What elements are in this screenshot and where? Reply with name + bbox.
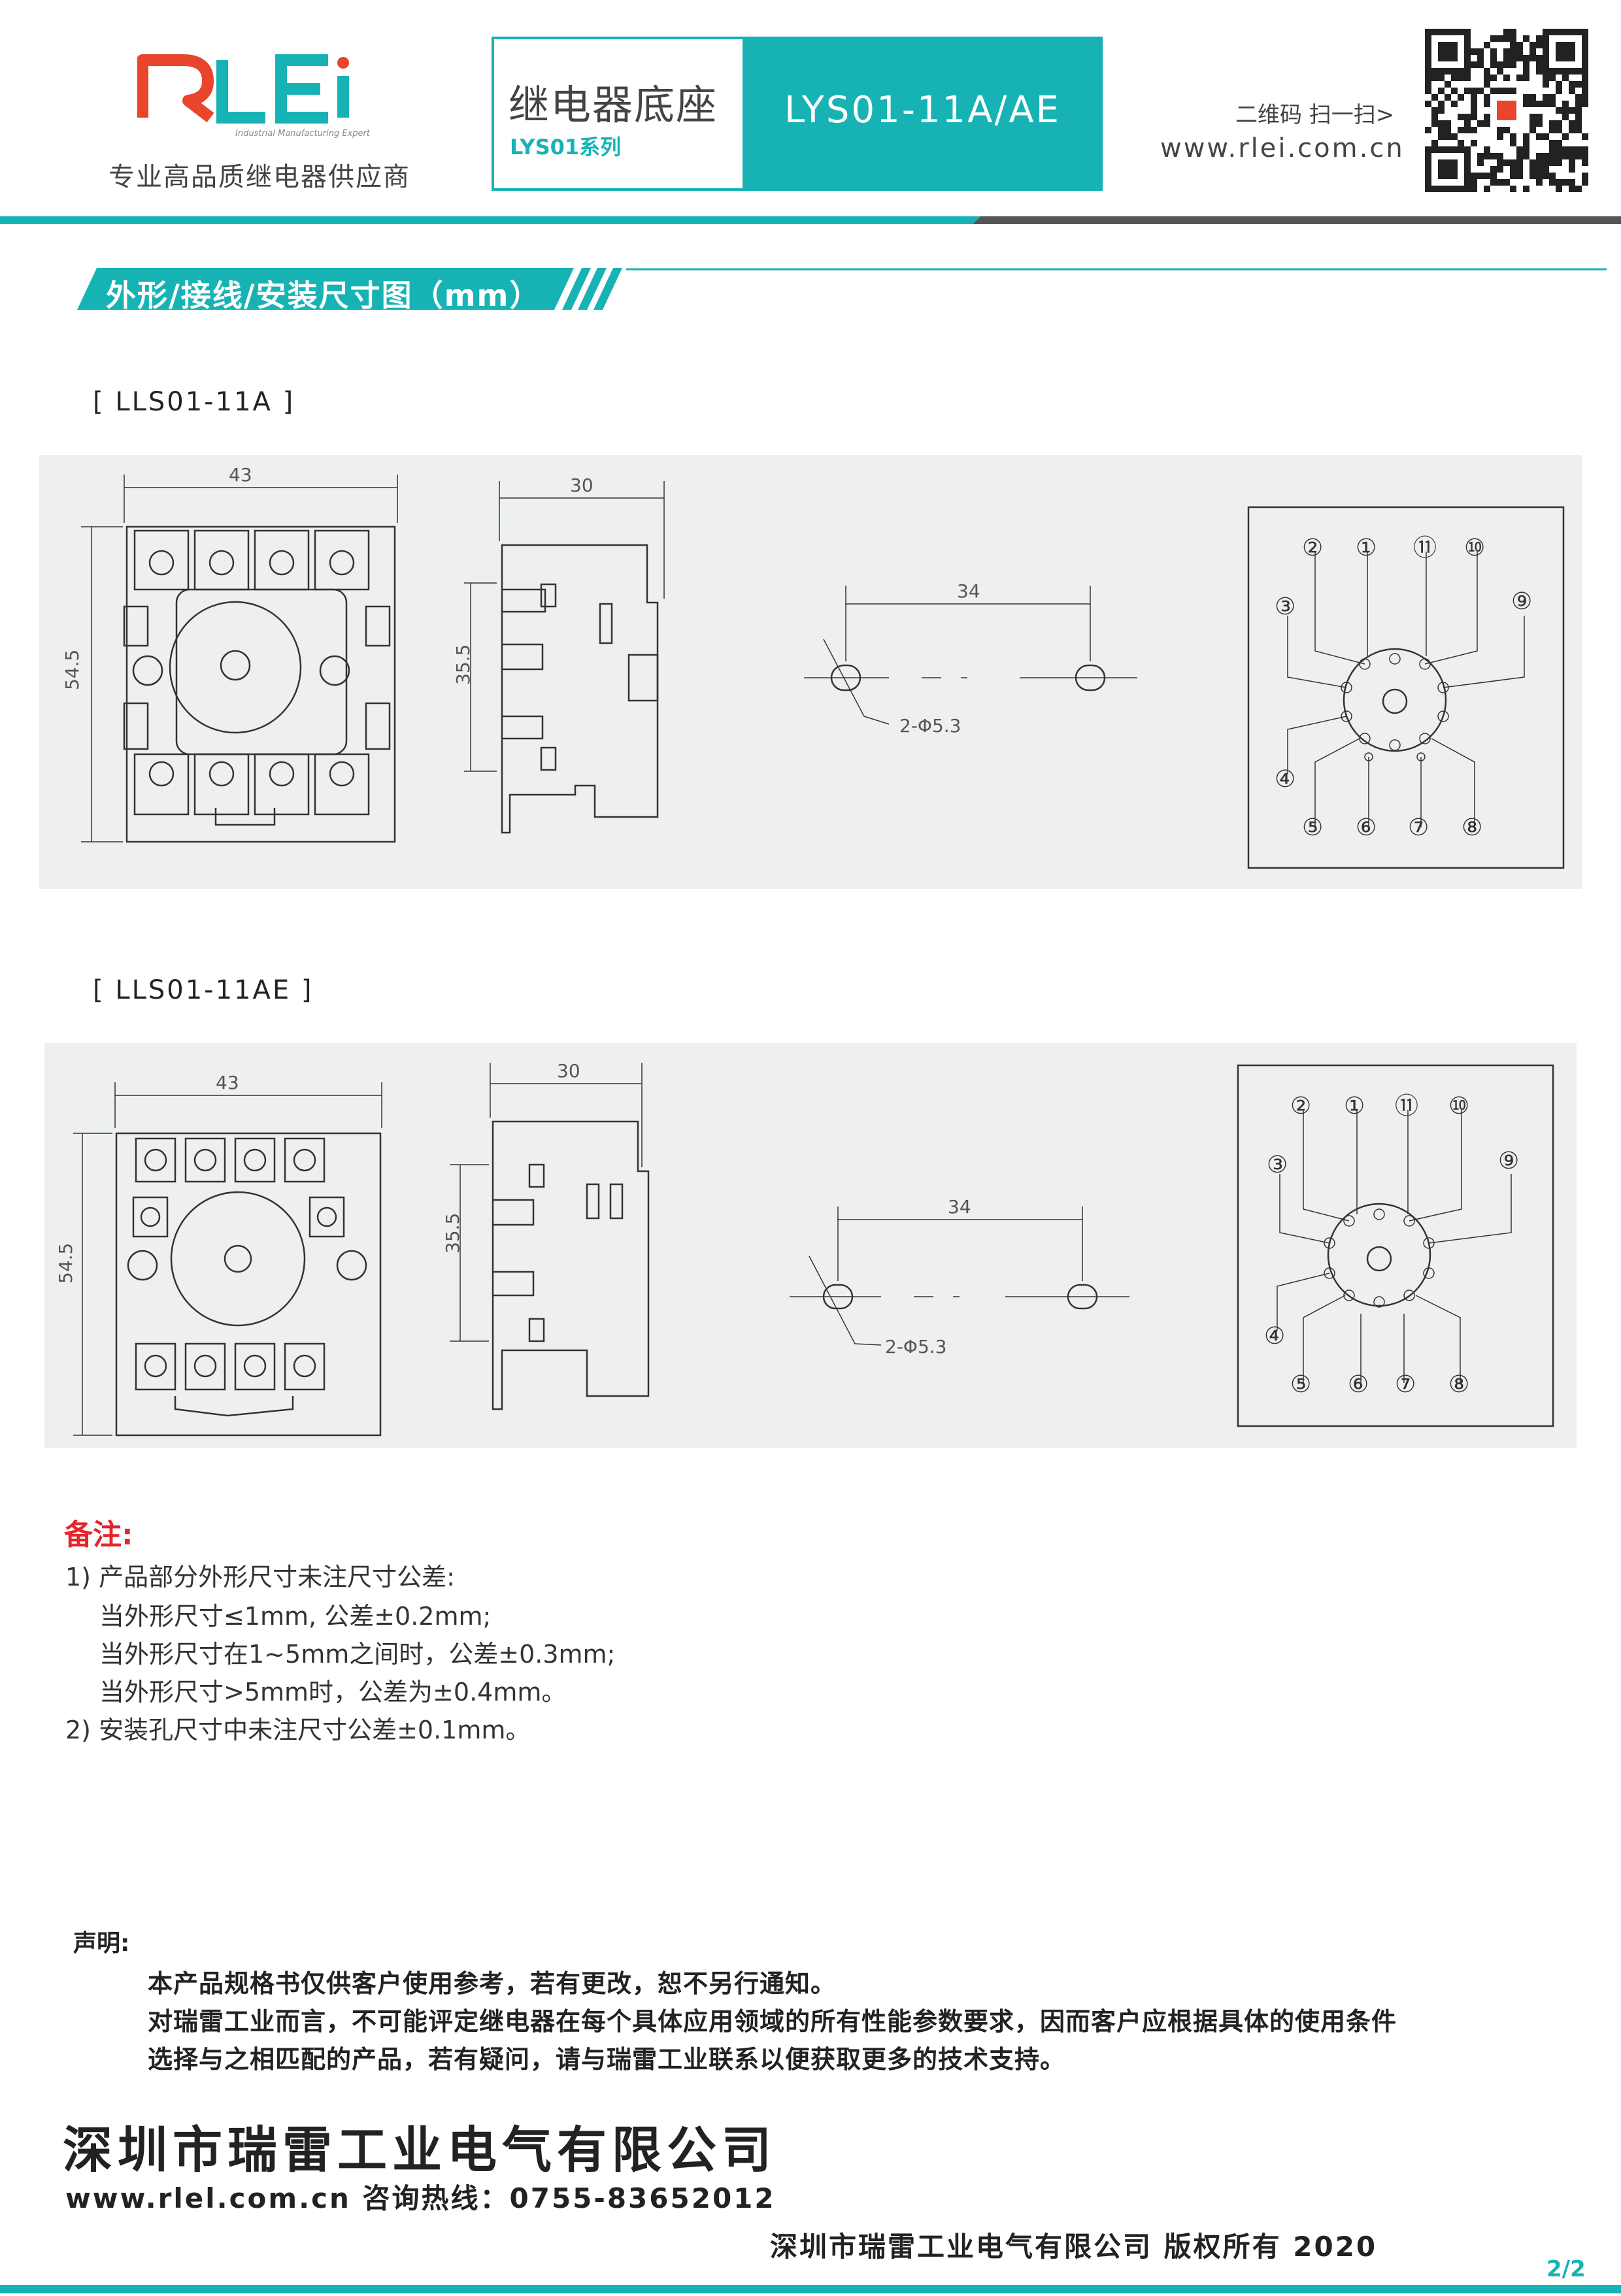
remark-line-3: 当外形尺寸在1~5mm之间时，公差±0.3mm; <box>99 1640 616 1669</box>
pin-3: ③ <box>1275 593 1295 620</box>
pin-7: ⑦ <box>1408 814 1429 841</box>
pin-10-ae: ⑩ <box>1448 1093 1469 1120</box>
company-name: 深圳市瑞雷工业电气有限公司 <box>63 2121 777 2179</box>
model-number: LYS01-11A/AE <box>784 89 1061 131</box>
pin-1: ① <box>1356 535 1377 561</box>
drawing-label-11ae: [ LLS01-11AE ] <box>93 975 314 1005</box>
dim-height-side-ae: 35.5 <box>442 1213 463 1254</box>
remark-line-2: 当外形尺寸≤1mm, 公差±0.2mm; <box>99 1602 492 1631</box>
declaration-line-3: 选择与之相匹配的产品，若有疑问，请与瑞雷工业联系以便获取更多的技术支持。 <box>148 2045 1066 2074</box>
pin-4: ④ <box>1275 766 1295 793</box>
company-logo: Industrial Manufacturing Expert <box>137 52 373 144</box>
dim-height-front: 54.5 <box>61 650 83 690</box>
pin-2-ae: ② <box>1290 1093 1311 1120</box>
product-title-box: 继电器底座 LYS01系列 LYS01-11A/AE <box>492 37 1103 191</box>
pin-5-ae: ⑤ <box>1290 1371 1311 1398</box>
footer-bar <box>0 2284 1621 2293</box>
dim-mount-hole: 2-Φ5.3 <box>899 715 961 737</box>
pin-6: ⑥ <box>1356 814 1377 841</box>
pin-5: ⑤ <box>1302 814 1323 841</box>
dim-height-side: 35.5 <box>452 644 474 685</box>
dim-mount-spacing: 34 <box>957 580 980 602</box>
section-title: 外形/接线/安装尺寸图（mm） <box>106 278 541 313</box>
remarks-heading: 备注: <box>64 1518 133 1552</box>
pin-4-ae: ④ <box>1264 1323 1285 1350</box>
pin-2: ② <box>1302 535 1323 561</box>
dim-width-front-ae: 43 <box>216 1072 239 1093</box>
declaration-heading: 声明: <box>73 1930 130 1957</box>
pin-9: ⑨ <box>1511 588 1532 615</box>
pin-6-ae: ⑥ <box>1348 1371 1369 1398</box>
dim-width-side: 30 <box>570 474 593 496</box>
remark-line-4: 当外形尺寸>5mm时，公差为±0.4mm。 <box>99 1678 567 1706</box>
drawing-panel-11a: 43 54.5 30 35.5 34 2-Φ5.3 ② ① ⑪ ⑩ ③ ⑨ ④ … <box>39 455 1582 889</box>
declaration-line-2: 对瑞雷工业而言，不可能评定继电器在每个具体应用领域的所有性能参数要求，因而客户应… <box>148 2007 1397 2036</box>
pin-10: ⑩ <box>1464 535 1485 561</box>
rlei-logo-icon: Industrial Manufacturing Expert <box>137 54 371 139</box>
pin-11: ⑪ <box>1413 535 1437 561</box>
dim-height-front-ae: 54.5 <box>55 1243 76 1284</box>
dim-width-front: 43 <box>229 464 252 486</box>
header-divider <box>0 214 1621 224</box>
dim-width-side-ae: 30 <box>557 1060 580 1082</box>
pin-3-ae: ③ <box>1267 1152 1288 1178</box>
pin-11-ae: ⑪ <box>1395 1093 1418 1120</box>
declaration-line-1: 本产品规格书仅供客户使用参考，若有更改，恕不另行通知。 <box>148 1969 837 1998</box>
dim-mount-spacing-ae: 34 <box>948 1196 971 1218</box>
product-name: 继电器底座 <box>509 81 718 129</box>
pin-7-ae: ⑦ <box>1395 1371 1416 1398</box>
pin-9-ae: ⑨ <box>1498 1148 1519 1174</box>
section-banner <box>77 268 1621 320</box>
footer-copyright: 深圳市瑞雷工业电气有限公司 版权所有 2020 <box>770 2231 1378 2263</box>
slogan: 专业高品质继电器供应商 <box>109 162 410 192</box>
page-number: 2/2 <box>1546 2256 1586 2282</box>
dimension-drawing-11a: 43 54.5 30 35.5 34 2-Φ5.3 ② ① ⑪ ⑩ ③ ⑨ ④ … <box>61 464 1565 869</box>
scan-text: 二维码 扫一扫> <box>1235 102 1395 128</box>
dim-mount-hole-ae: 2-Φ5.3 <box>885 1336 947 1357</box>
svg-text:Industrial Manufacturing Exper: Industrial Manufacturing Expert <box>235 129 371 139</box>
website-link[interactable]: www.rlei.com.cn <box>1160 133 1405 163</box>
dimension-drawing-11ae: 43 54.5 30 35.5 34 2-Φ5.3 ② ① ⑪ ⑩ ③ ⑨ ④ … <box>55 1060 1554 1437</box>
pin-8-ae: ⑧ <box>1448 1371 1469 1398</box>
series-label: LYS01系列 <box>510 135 622 159</box>
drawing-label-11a: [ LLS01-11A ] <box>93 387 295 417</box>
pin-8: ⑧ <box>1462 814 1482 841</box>
remark-line-1: 1) 产品部分外形尺寸未注尺寸公差: <box>65 1563 455 1591</box>
qr-code-icon[interactable] <box>1425 29 1588 192</box>
remark-line-5: 2) 安装孔尺寸中未注尺寸公差±0.1mm。 <box>65 1716 531 1744</box>
pin-1-ae: ① <box>1344 1093 1365 1120</box>
company-contact: www.rlel.com.cn 咨询热线：0755-83652012 <box>65 2182 776 2214</box>
drawing-panel-11ae: 43 54.5 30 35.5 34 2-Φ5.3 ② ① ⑪ ⑩ ③ ⑨ ④ … <box>44 1043 1577 1448</box>
